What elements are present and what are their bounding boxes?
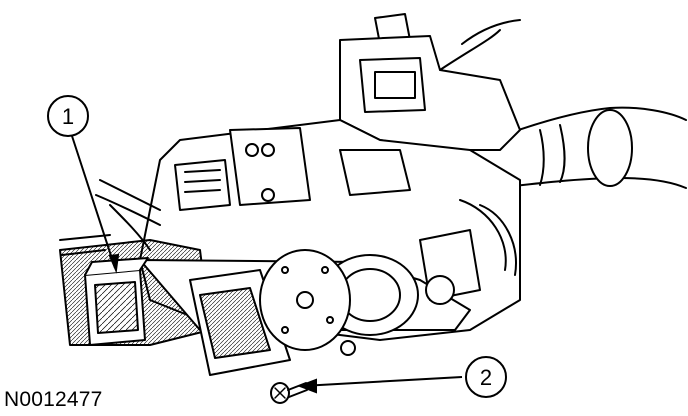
callout-1-arrowhead	[108, 253, 120, 274]
callout-2-arrowhead	[297, 378, 317, 394]
callout-2-leader	[301, 376, 463, 387]
callout-1: 1	[47, 95, 89, 137]
ignition-switch-assembly	[189, 249, 356, 376]
screw	[270, 382, 308, 404]
callout-1-leader	[71, 135, 116, 269]
figure-id-label: N0012477	[4, 388, 103, 411]
wiring-harness	[59, 179, 161, 256]
upper-bracket	[339, 13, 521, 151]
electrical-connector	[84, 257, 149, 346]
callout-2-number: 2	[480, 365, 492, 390]
callout-2: 2	[465, 356, 507, 398]
callout-1-number: 1	[62, 104, 74, 129]
